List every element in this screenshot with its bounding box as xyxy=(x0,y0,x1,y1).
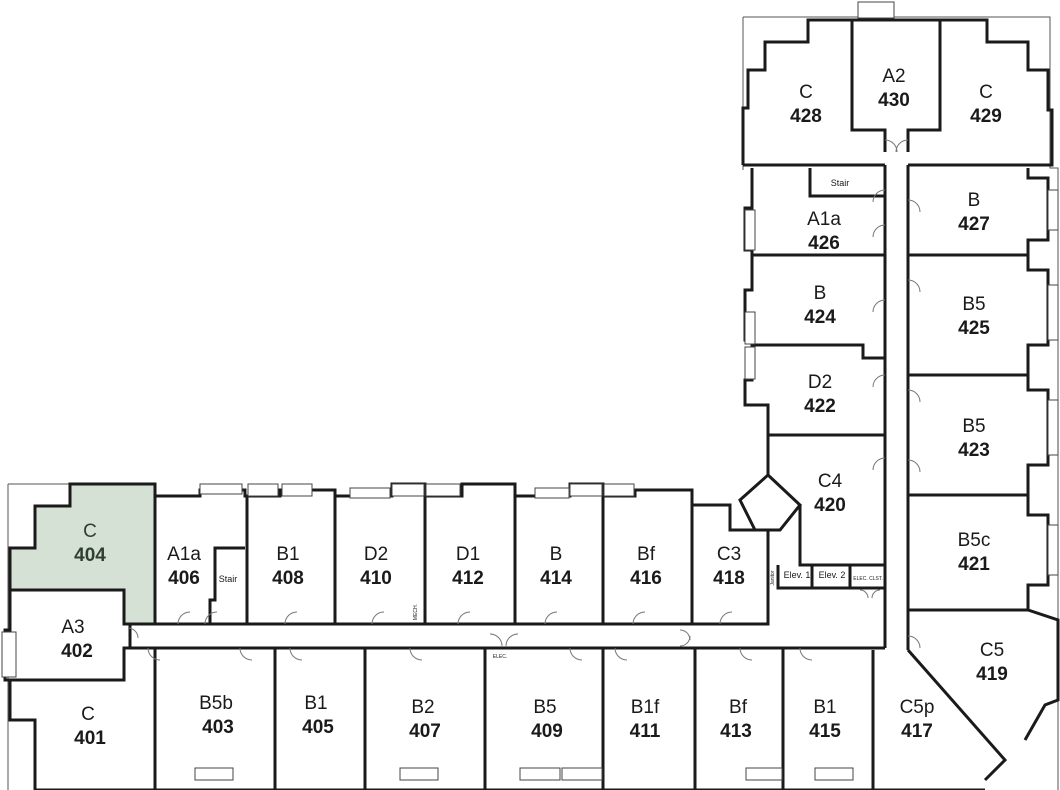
unit-number-422[interactable]: 422 xyxy=(804,396,836,417)
stair-east-label: Stair xyxy=(831,178,850,188)
unit-number-404[interactable]: 404 xyxy=(74,545,106,566)
unit-number-415[interactable]: 415 xyxy=(809,721,841,742)
ne-wing-walls xyxy=(738,18,1060,790)
unit-type-403: B5b xyxy=(199,693,233,714)
unit-type-409: B5 xyxy=(533,697,556,718)
unit-type-407: B2 xyxy=(411,697,434,718)
unit-number-403[interactable]: 403 xyxy=(202,717,234,738)
unit-number-426[interactable]: 426 xyxy=(808,233,840,254)
unit-number-419[interactable]: 419 xyxy=(976,664,1008,685)
unit-type-414: B xyxy=(550,544,563,565)
mech-label: MECH. xyxy=(413,604,419,620)
unit-number-405[interactable]: 405 xyxy=(302,717,334,738)
unit-type-410: D2 xyxy=(364,544,388,565)
unit-number-424[interactable]: 424 xyxy=(804,307,836,328)
unit-number-416[interactable]: 416 xyxy=(630,568,662,589)
unit-number-429[interactable]: 429 xyxy=(970,106,1002,127)
unit-type-402: A3 xyxy=(61,617,84,638)
unit-number-406[interactable]: 406 xyxy=(168,568,200,589)
unit-labels: C 428 A2 430 C 429 A1a 426 B 427 B 424 B… xyxy=(61,66,1008,749)
janitor-label: Janitor xyxy=(770,570,776,585)
unit-type-415: B1 xyxy=(813,697,836,718)
unit-number-411[interactable]: 411 xyxy=(630,721,661,742)
service-labels: Stair Stair Elev. 1 Elev. 2 ELEC. CLST. … xyxy=(219,178,883,660)
unit-type-406: A1a xyxy=(167,544,201,565)
elev2-label: Elev. 2 xyxy=(819,570,846,580)
unit-number-410[interactable]: 410 xyxy=(360,568,392,589)
unit-type-416: Bf xyxy=(637,544,656,565)
unit-type-418: C3 xyxy=(717,544,741,565)
elev1-label: Elev. 1 xyxy=(784,570,811,580)
unit-number-412[interactable]: 412 xyxy=(452,568,484,589)
stair-west-label: Stair xyxy=(219,574,238,584)
unit-number-408[interactable]: 408 xyxy=(272,568,304,589)
unit-type-401: C xyxy=(81,704,95,725)
unit-number-420[interactable]: 420 xyxy=(814,495,846,516)
unit-type-413: Bf xyxy=(729,697,748,718)
elec-clst-label: ELEC. CLST. xyxy=(853,576,882,582)
unit-type-419: C5 xyxy=(980,640,1004,661)
unit-number-427[interactable]: 427 xyxy=(958,214,990,235)
unit-type-421: B5c xyxy=(958,530,991,551)
unit-type-417: C5p xyxy=(900,697,935,718)
unit-type-404: C xyxy=(83,521,97,542)
unit-number-418[interactable]: 418 xyxy=(713,568,745,589)
unit-type-426: A1a xyxy=(807,209,841,230)
doors xyxy=(127,139,921,661)
unit-type-424: B xyxy=(814,283,827,304)
unit-type-427: B xyxy=(968,190,981,211)
unit-type-423: B5 xyxy=(962,416,985,437)
unit-number-407[interactable]: 407 xyxy=(409,721,441,742)
unit-type-422: D2 xyxy=(808,372,832,393)
unit-number-414[interactable]: 414 xyxy=(540,568,572,589)
unit-number-430[interactable]: 430 xyxy=(878,90,910,111)
unit-type-428: C xyxy=(799,82,813,103)
unit-type-411: B1f xyxy=(631,697,660,718)
unit-type-408: B1 xyxy=(276,544,299,565)
unit-number-428[interactable]: 428 xyxy=(790,106,822,127)
unit-type-420: C4 xyxy=(818,471,843,492)
unit-number-423[interactable]: 423 xyxy=(958,440,990,461)
unit-number-409[interactable]: 409 xyxy=(531,721,563,742)
unit-type-429: C xyxy=(979,82,993,103)
elec-label: ELEC. xyxy=(493,654,507,660)
building-outline xyxy=(7,16,1059,790)
unit-type-430: A2 xyxy=(882,66,905,87)
unit-number-413[interactable]: 413 xyxy=(720,721,752,742)
unit-type-425: B5 xyxy=(962,294,985,315)
unit-number-425[interactable]: 425 xyxy=(958,318,990,339)
unit-number-402[interactable]: 402 xyxy=(61,641,93,662)
unit-type-412: D1 xyxy=(456,544,480,565)
unit-type-405: B1 xyxy=(304,693,327,714)
unit-number-401[interactable]: 401 xyxy=(74,728,106,749)
unit-number-421[interactable]: 421 xyxy=(958,554,990,575)
unit-number-417[interactable]: 417 xyxy=(901,721,933,742)
